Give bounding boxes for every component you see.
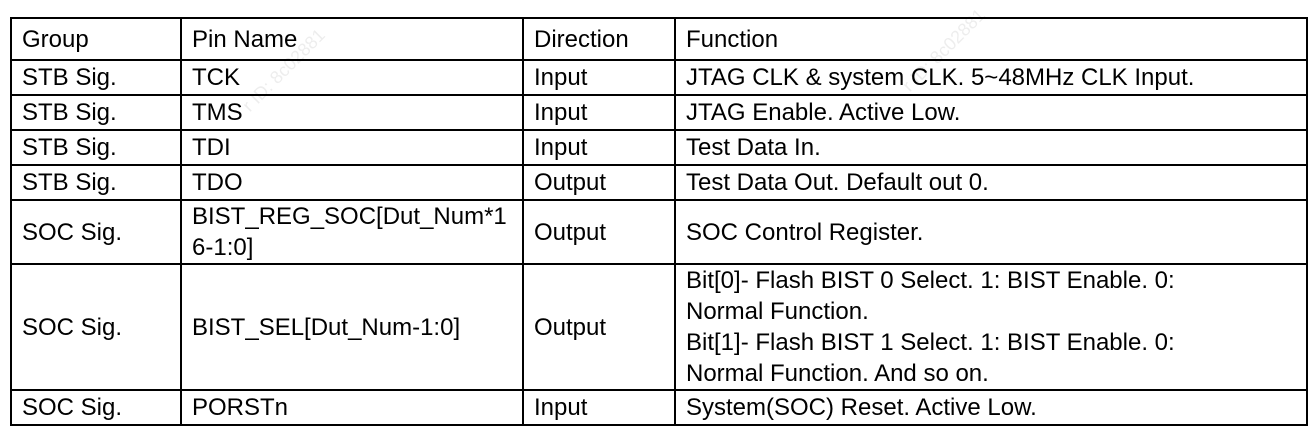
header-direction: Direction [522, 17, 676, 61]
cell-pin-name: TDI [180, 129, 524, 166]
header-group: Group [10, 17, 182, 61]
cell-group: STB Sig. [10, 59, 182, 96]
function-line: System(SOC) Reset. Active Low. [686, 394, 1037, 421]
cell-function: Test Data In. [674, 129, 1308, 166]
cell-function: System(SOC) Reset. Active Low. [674, 389, 1308, 426]
function-line: Bit[0]- Flash BIST 0 Select. 1: BIST Ena… [686, 267, 1175, 294]
cell-pin-name: BIST_REG_SOC[Dut_Num*16-1:0] [180, 199, 524, 265]
cell-direction: Output [522, 263, 676, 391]
cell-pin-name: TMS [180, 94, 524, 131]
pin-table: Group Pin Name Direction Function STB Si… [10, 17, 1308, 426]
table-row: SOC Sig. BIST_REG_SOC[Dut_Num*16-1:0] Ou… [10, 199, 1308, 265]
table-row: SOC Sig. BIST_SEL[Dut_Num-1:0] Output Bi… [10, 263, 1308, 391]
function-line: JTAG Enable. Active Low. [686, 99, 961, 126]
cell-function: JTAG Enable. Active Low. [674, 94, 1308, 131]
cell-direction: Input [522, 59, 676, 96]
function-line: JTAG CLK & system CLK. 5~48MHz CLK Input… [686, 64, 1195, 91]
cell-function: JTAG CLK & system CLK. 5~48MHz CLK Input… [674, 59, 1308, 96]
function-line: SOC Control Register. [686, 218, 924, 246]
pin-table-container: Group Pin Name Direction Function STB Si… [10, 17, 1308, 426]
cell-function: Test Data Out. Default out 0. [674, 164, 1308, 201]
function-line: Bit[1]- Flash BIST 1 Select. 1: BIST Ena… [686, 329, 1175, 356]
table-header-row: Group Pin Name Direction Function [10, 17, 1308, 61]
table-row: STB Sig. TDO Output Test Data Out. Defau… [10, 164, 1308, 201]
cell-group: STB Sig. [10, 94, 182, 131]
cell-direction: Input [522, 94, 676, 131]
function-line: Test Data Out. Default out 0. [686, 169, 989, 196]
cell-pin-name: TDO [180, 164, 524, 201]
function-line: Test Data In. [686, 134, 821, 161]
cell-group: STB Sig. [10, 164, 182, 201]
cell-group: SOC Sig. [10, 263, 182, 391]
table-row: STB Sig. TCK Input JTAG CLK & system CLK… [10, 59, 1308, 96]
table-row: SOC Sig. PORSTn Input System(SOC) Reset.… [10, 389, 1308, 426]
header-pin-name: Pin Name [180, 17, 524, 61]
cell-group: SOC Sig. [10, 199, 182, 265]
cell-direction: Input [522, 129, 676, 166]
table-row: STB Sig. TMS Input JTAG Enable. Active L… [10, 94, 1308, 131]
function-line: Normal Function. And so on. [686, 360, 989, 387]
cell-pin-name: TCK [180, 59, 524, 96]
cell-direction: Output [522, 164, 676, 201]
cell-group: SOC Sig. [10, 389, 182, 426]
cell-pin-name: BIST_SEL[Dut_Num-1:0] [180, 263, 524, 391]
header-function: Function [674, 17, 1308, 61]
cell-group: STB Sig. [10, 129, 182, 166]
function-line: Normal Function. [686, 298, 869, 325]
table-row: STB Sig. TDI Input Test Data In. [10, 129, 1308, 166]
cell-direction: Output [522, 199, 676, 265]
cell-function: SOC Control Register. [674, 199, 1308, 265]
cell-direction: Input [522, 389, 676, 426]
cell-pin-name: PORSTn [180, 389, 524, 426]
cell-function: Bit[0]- Flash BIST 0 Select. 1: BIST Ena… [674, 263, 1308, 391]
